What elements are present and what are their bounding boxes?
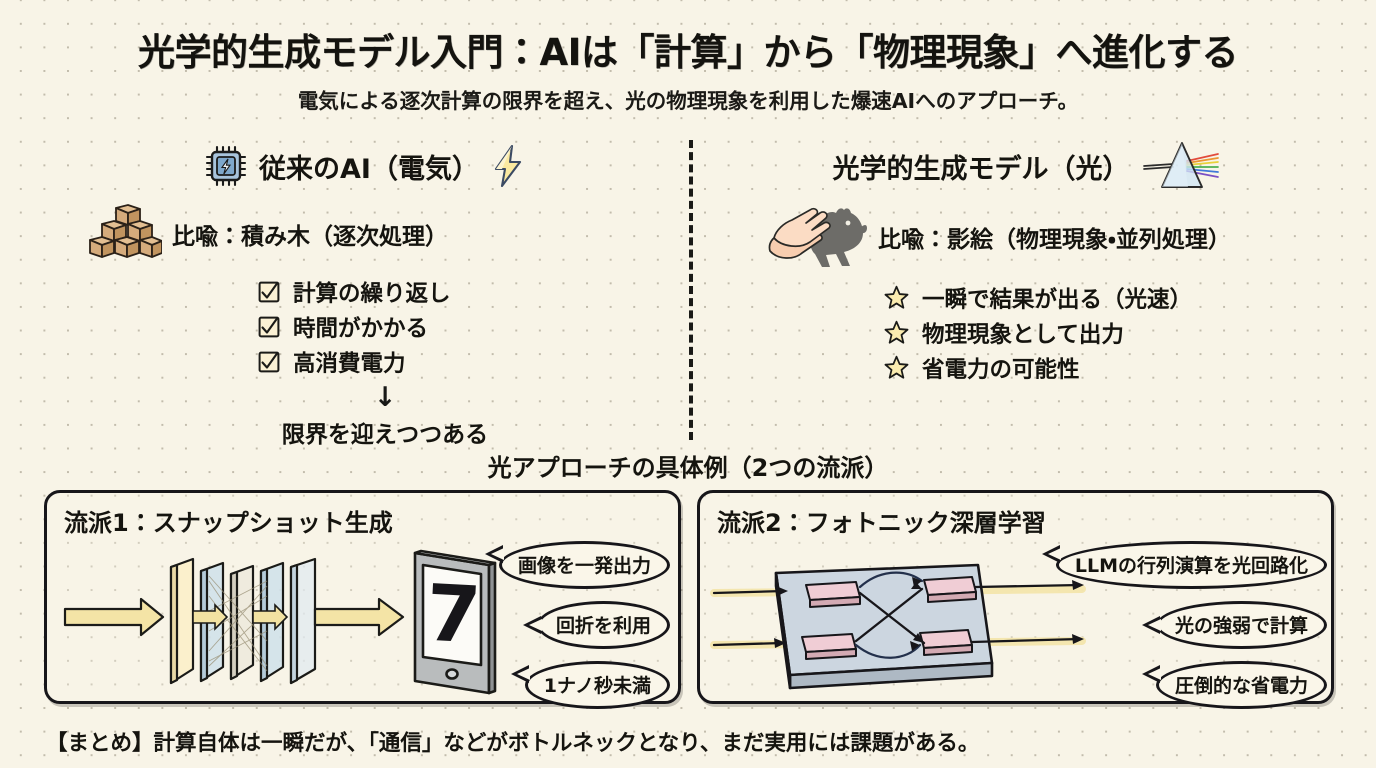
shadow-puppet-hands-icon [768,207,867,267]
list-item-label: 高消費電力 [293,350,406,377]
speech-bubble: LLMの行列演算を光回路化 [1041,541,1327,589]
list-item-label: 物理現象として出力 [922,321,1124,348]
speech-bubble: 回折を利用 [522,601,670,649]
left-metaphor-label: 比喩：積み木（逐次処理） [172,224,448,250]
diffractive-layers-to-tablet-diagram: 7 [63,549,497,695]
column-right-heading-label: 光学的生成モデル（光） [832,153,1130,185]
speech-bubble: 光の強弱で計算 [1141,601,1327,649]
right-bullet-list: 一瞬で結果が出る（光速） 物理現象として出力 省電力の可能性 [706,280,1346,385]
wooden-blocks-icon [89,204,162,258]
star-icon [884,320,909,344]
list-item-label: 計算の繰り返し [293,280,451,307]
list-item: 省電力の可能性 [884,350,1346,385]
speech-bubble: 1ナノ秒未満 [510,661,670,709]
list-item-label: 一瞬で結果が出る（光速） [922,286,1193,313]
box-snapshot-generation: 流派1：スナップショット生成 [44,490,681,709]
list-item-label: 省電力の可能性 [922,356,1080,383]
box-1-bubbles: 画像を一発出力 回折を利用 1ナノ秒未満 [465,541,670,709]
box-2-title: 流派2：フォトニック深層学習 [717,509,1046,537]
list-item: 高消費電力 [258,344,670,379]
speech-bubble: 画像を一発出力 [484,541,670,589]
box-photonic-deep-learning: 流派2：フォトニック深層学習 [697,490,1334,709]
down-arrow-icon: ↓ [373,382,397,413]
left-metaphor-row: 比喩：積み木（逐次処理） [60,204,670,264]
right-metaphor-row: 比喩：影絵（物理現象・並列処理） [706,204,1346,270]
left-conclusion-label: 限界を迎えつつある [281,422,489,448]
list-item: 一瞬で結果が出る（光速） [884,280,1346,315]
list-item: 物理現象として出力 [884,315,1346,350]
photonic-chip-diagram [710,563,1086,690]
star-icon [884,355,909,379]
right-metaphor-label: 比喩：影絵（物理現象・並列処理） [878,227,1231,253]
page-subtitle: 電気による逐次計算の限界を超え、光の物理現象を利用した爆速AIへのアプローチ。 [297,89,1079,113]
box-2-bubbles: LLMの行列演算を光回路化 光の強弱で計算 圧倒的な省電力 [1041,541,1327,709]
column-optical-generative-model: 光学的生成モデル（光） [706,138,1346,385]
speech-bubble: 圧倒的な省電力 [1141,661,1327,709]
tablet-digit: 7 [424,569,483,662]
checkbox-checked-icon [258,316,280,337]
checkbox-checked-icon [258,281,280,302]
list-item-label: 時間がかかる [293,315,429,342]
prism-icon [1142,142,1219,188]
lightning-bolt-icon [494,144,522,188]
column-left-heading-label: 従来のAI（電気） [259,153,479,185]
column-right-heading: 光学的生成モデル（光） [706,138,1346,194]
column-left-heading: 従来のAI（電気） [60,138,670,194]
cpu-chip-icon [205,145,247,187]
left-bullet-list: 計算の繰り返し 時間がかかる 高消費電力 [60,274,670,379]
section-heading: 光アプローチの具体例（2つの流派） [487,454,889,482]
summary-text: 【まとめ】計算自体は一瞬だが、「通信」などがボトルネックとなり、まだ実用には課題… [46,731,980,756]
column-conventional-ai: 従来のAI（電気） [60,138,670,449]
checkbox-checked-icon [258,351,280,372]
column-divider [689,140,693,440]
star-icon [884,285,909,309]
list-item: 計算の繰り返し [258,274,670,309]
box-1-title: 流派1：スナップショット生成 [64,509,393,537]
list-item: 時間がかかる [258,309,670,344]
page-title: 光学的生成モデル入門：AIは「計算」から「物理現象」へ進化する [138,31,1238,74]
